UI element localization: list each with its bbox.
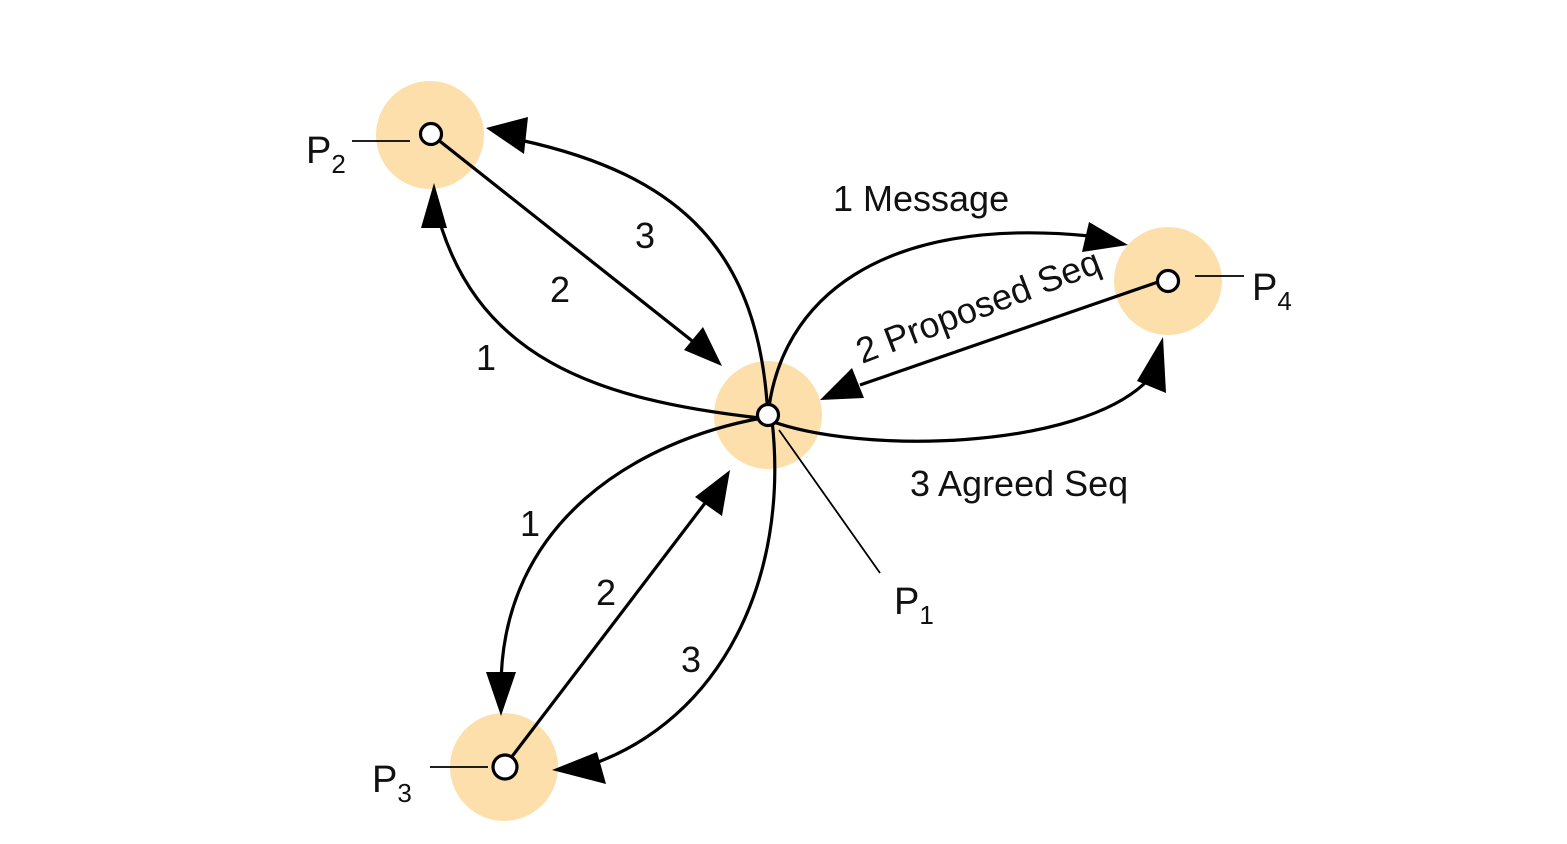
arrowhead-p4-step1 — [1082, 222, 1128, 252]
p2-node — [418, 121, 444, 147]
p4-step3-label: 3 Agreed Seq — [910, 463, 1128, 504]
p3-step1-label: 1 — [520, 503, 540, 544]
p2-label: P2 — [306, 130, 346, 179]
arrowhead-p4-step3 — [1137, 337, 1166, 393]
arrowhead-p2-step3 — [486, 117, 528, 154]
arrowhead-p1-step2-from-p4 — [820, 368, 864, 400]
p3-step3-label: 3 — [681, 639, 701, 680]
edge-p1-to-p2-step1 — [432, 199, 761, 420]
p1-label: P1 — [894, 581, 934, 630]
arrowhead-p1-step2-from-p2 — [684, 327, 722, 366]
edge-p1-to-p3-step1 — [499, 416, 763, 691]
p4-step2-label: 2 Proposed Seq — [850, 241, 1106, 372]
edge-p3-to-p1-step2 — [502, 489, 717, 768]
p3-node — [491, 753, 519, 781]
p4-step1-label: 1 Message — [833, 178, 1009, 219]
edge-p4-to-p1-step2 — [859, 280, 1159, 387]
p1-leader — [778, 429, 881, 574]
edge-p1-to-p3-step3 — [589, 419, 777, 767]
p2-step3-label: 3 — [635, 215, 655, 256]
p4-label: P4 — [1252, 267, 1292, 316]
p2-step1-label: 1 — [476, 337, 496, 378]
p3-step2-label: 2 — [596, 572, 616, 613]
arrowhead-p2-step1 — [421, 183, 447, 228]
edge-p1-to-p4-step1 — [766, 231, 1091, 416]
p2-step2-label: 2 — [550, 269, 570, 310]
p4-node — [1155, 268, 1181, 294]
edge-p1-to-p2-step3 — [519, 138, 770, 419]
edge-p1-to-p4-step3 — [767, 378, 1150, 443]
p1-node — [755, 402, 781, 428]
p3-label: P3 — [372, 759, 412, 808]
arrowhead-p3-step1 — [486, 672, 516, 716]
edge-p2-to-p1-step2 — [431, 133, 711, 357]
arrowhead-p1-step2-from-p3 — [695, 470, 730, 516]
arrowhead-p3-step3 — [552, 752, 606, 784]
